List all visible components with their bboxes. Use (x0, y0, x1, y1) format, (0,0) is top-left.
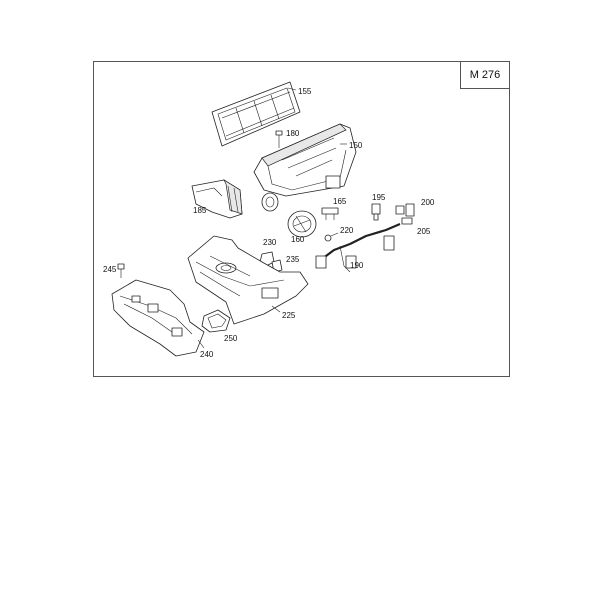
callout-235: 235 (286, 255, 300, 264)
part-clip-195[interactable] (371, 203, 381, 221)
part-air-filter-housing[interactable] (253, 123, 357, 212)
callout-240: 240 (200, 350, 214, 359)
part-air-filter-element[interactable] (211, 81, 301, 147)
model-code-box: M 276 (460, 61, 510, 89)
callout-220: 220 (340, 226, 354, 235)
part-gasket-250[interactable] (201, 309, 231, 333)
callout-230: 230 (263, 238, 277, 247)
part-screw-180[interactable] (275, 130, 283, 148)
part-sensor-165[interactable] (321, 207, 339, 220)
part-engine-cover-225[interactable] (187, 235, 309, 325)
part-intake-duct[interactable] (191, 179, 243, 219)
callout-200: 200 (421, 198, 435, 207)
model-code: M 276 (469, 69, 501, 81)
part-disc-160[interactable] (287, 210, 317, 238)
callout-185: 185 (193, 206, 207, 215)
callout-195: 195 (372, 193, 386, 202)
callout-180: 180 (286, 129, 300, 138)
callout-150: 150 (349, 141, 363, 150)
callout-250: 250 (224, 334, 238, 343)
callout-160: 160 (291, 235, 305, 244)
part-screw-245[interactable] (117, 263, 125, 278)
callout-155: 155 (298, 87, 312, 96)
callout-205: 205 (417, 227, 431, 236)
part-clip-200[interactable] (395, 203, 415, 225)
part-harness-190[interactable] (315, 222, 401, 273)
callout-165: 165 (333, 197, 347, 206)
callout-245: 245 (103, 265, 117, 274)
part-bolt-220[interactable] (324, 232, 339, 242)
callout-225: 225 (282, 311, 296, 320)
callout-190: 190 (350, 261, 364, 270)
part-underbody-cover-240[interactable] (111, 279, 205, 357)
